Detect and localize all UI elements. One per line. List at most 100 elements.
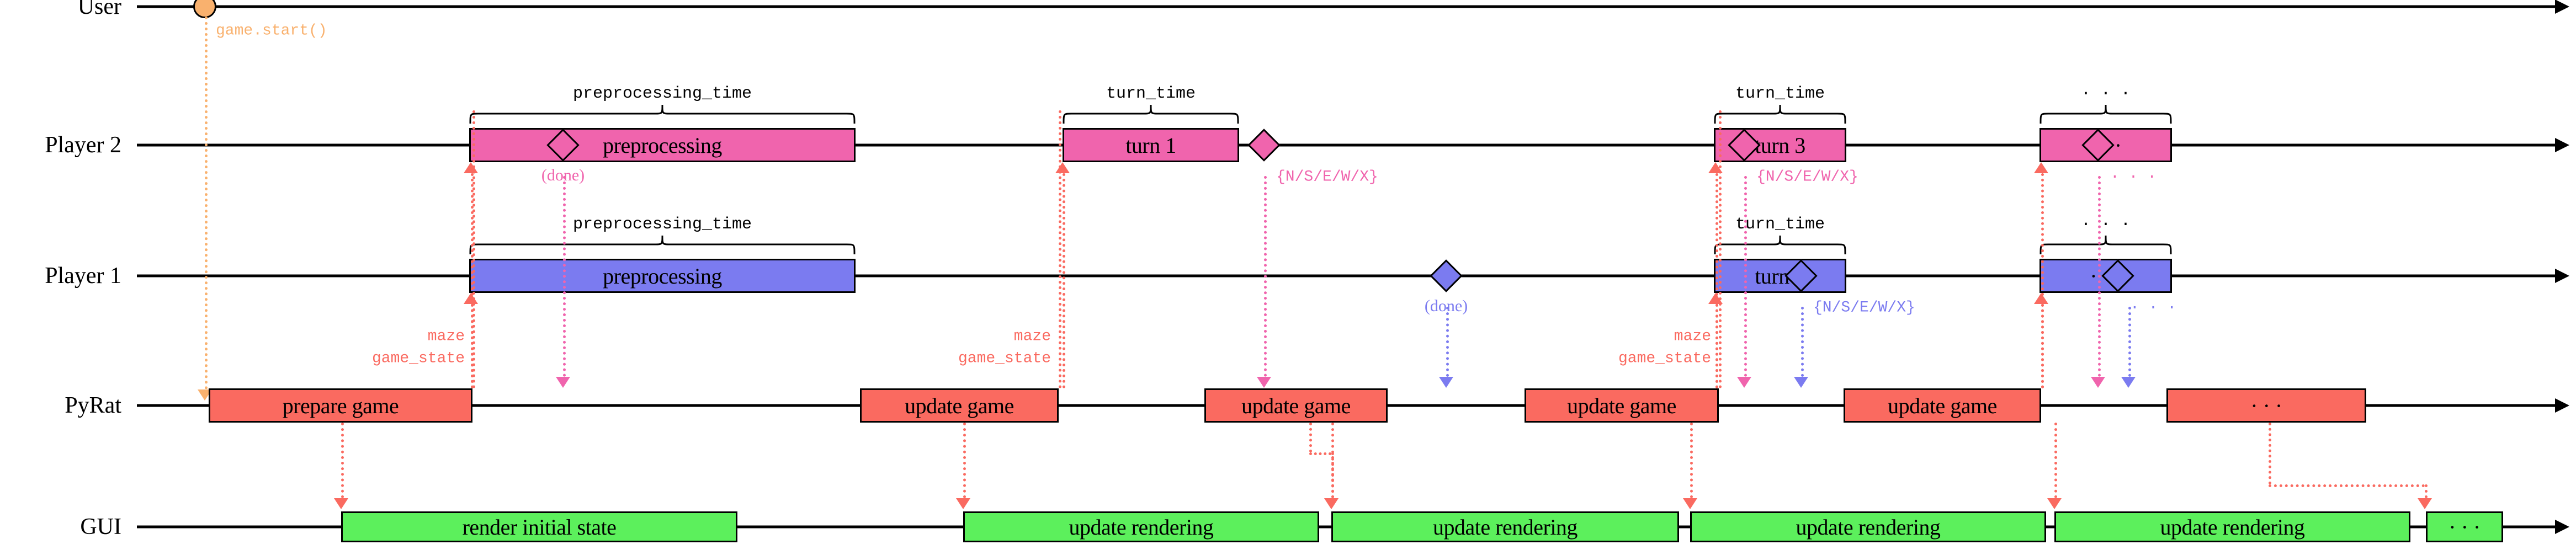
p1-return-arrow-p1-preprocessing-done [1439, 377, 1453, 388]
gui-elbow-h-render-elbow-5 [2269, 484, 2425, 487]
pyrat-call-arrow-p2-turn3 [1708, 162, 1723, 173]
gui-activity-update-rendering-2[interactable]: update rendering [1331, 511, 1679, 542]
player1-brace-label-preprocessing: preprocessing_time [572, 215, 752, 234]
player2-diamond-label-turn-n-decision: · · · [2110, 168, 2157, 186]
player2-brace-turn-n [2039, 104, 2172, 124]
gui-activity-render-initial-state[interactable]: render initial state [341, 511, 737, 542]
player2-diamond-turn-1-decision[interactable] [1247, 129, 1281, 162]
gui-elbow-v2-render-elbow-5 [2425, 484, 2428, 498]
player1-diamond-label-turn-n-decision: · · · [2130, 299, 2177, 317]
gui-elbow-v2-render-elbow-2 [1331, 452, 1334, 498]
user-start-message-arrow [198, 389, 212, 401]
gui-call-line-render-4 [2054, 423, 2057, 498]
p2-return-line-p2-preprocessing-done [563, 176, 566, 377]
user-start-message-line [205, 17, 208, 389]
pyrat-call-arrow-p1-turn3 [1708, 293, 1723, 304]
p2-return-line-p2-turnn-decision [2098, 176, 2101, 377]
lifeline-arrow-player2 [2555, 138, 2569, 152]
pyrat-activity-update-game-1[interactable]: update game [860, 388, 1059, 423]
player1-activity-turn-3[interactable]: turn 3 [1714, 259, 1846, 293]
player1-brace-preprocessing [469, 235, 856, 255]
player2-brace-turn-3 [1714, 104, 1846, 124]
gui-elbow-h-render-elbow-2 [1309, 452, 1331, 455]
player1-diamond-preprocessing-done[interactable] [1430, 259, 1463, 292]
gui-elbow-arrow-render-elbow-2 [1324, 498, 1339, 509]
lane-label-player1: Player 1 [45, 263, 121, 289]
player2-brace-label-turn-3: turn_time [1735, 84, 1825, 103]
player1-brace-turn-3 [1714, 235, 1846, 255]
pyrat-out-line-maze-game-state-2 [1059, 110, 1061, 388]
lifeline-arrow-gui [2555, 520, 2569, 534]
pyrat-out-label1-maze-game-state-1: maze [427, 328, 465, 345]
player2-brace-label-turn-1: turn_time [1106, 84, 1196, 103]
pyrat-out-label1-maze-game-state-2: maze [1013, 328, 1051, 345]
pyrat-call-arrow-p1-preprocessing [464, 293, 478, 304]
lane-label-pyrat: PyRat [65, 393, 121, 418]
player1-brace-turn-n [2039, 235, 2172, 255]
pyrat-out-label2-maze-game-state-3: game_state [1618, 350, 1711, 367]
p1-return-arrow-p1-turn3-decision [1794, 377, 1808, 388]
lane-label-gui: GUI [80, 514, 121, 540]
pyrat-activity-prepare-game[interactable]: prepare game [209, 388, 472, 423]
p2-return-line-p2-turn3-decision [1744, 176, 1747, 377]
player1-activity-preprocessing[interactable]: preprocessing [469, 259, 856, 293]
pyrat-call-line-p1-turnn [2041, 304, 2044, 388]
pyrat-activity-update-game-4[interactable]: update game [1844, 388, 2041, 423]
lane-label-player2: Player 2 [45, 132, 121, 158]
lifeline-arrow-user [2555, 0, 2569, 14]
player1-diamond-label-turn-3-decision: {N/S/E/W/X} [1813, 299, 1915, 317]
pyrat-call-line-p2-turnn [2041, 173, 2044, 388]
p1-return-line-p1-turn3-decision [1801, 307, 1804, 377]
gui-activity-update-rendering-1[interactable]: update rendering [963, 511, 1319, 542]
lifeline-player1 [137, 274, 2558, 278]
gui-call-arrow-render-initial [334, 498, 348, 509]
p2-return-line-p2-turn1-decision [1264, 176, 1267, 377]
p2-return-arrow-p2-turn3-decision [1737, 377, 1751, 388]
pyrat-activity-update-game-3[interactable]: update game [1525, 388, 1719, 423]
gui-elbow-v1-render-elbow-2 [1309, 423, 1312, 452]
lifeline-arrow-player1 [2555, 269, 2569, 283]
pyrat-call-arrow-p2-preprocessing [464, 162, 478, 173]
pyrat-activity-update-game-5[interactable]: · · · [2166, 388, 2366, 423]
gui-call-arrow-render-4 [2047, 498, 2062, 509]
gui-activity-update-rendering-3[interactable]: update rendering [1690, 511, 2046, 542]
lifeline-player2 [137, 143, 2558, 147]
player2-brace-preprocessing [469, 104, 856, 124]
p2-return-arrow-p2-turn1-decision [1257, 377, 1271, 388]
gui-call-line-render-3 [1690, 423, 1693, 498]
gui-activity-update-rendering-5[interactable]: · · · [2426, 511, 2503, 542]
p2-return-arrow-p2-turnn-decision [2091, 377, 2105, 388]
gui-call-line-render-initial [341, 423, 344, 498]
lane-label-user: User [77, 0, 121, 19]
pyrat-call-arrow-p2-turnn [2034, 162, 2048, 173]
player1-brace-label-turn-3: turn_time [1735, 215, 1825, 234]
pyrat-call-arrow-p1-turnn [2034, 293, 2048, 304]
user-start-message-label: game.start() [216, 22, 327, 40]
player2-brace-label-preprocessing: preprocessing_time [572, 84, 752, 103]
player2-activity-turn-1[interactable]: turn 1 [1063, 128, 1239, 162]
gui-activity-update-rendering-4[interactable]: update rendering [2054, 511, 2410, 542]
gui-elbow-arrow-render-elbow-5 [2418, 498, 2432, 509]
user-start-node[interactable] [193, 0, 216, 18]
pyrat-call-line-p2-turn3 [1715, 173, 1718, 388]
player2-diamond-label-turn-1-decision: {N/S/E/W/X} [1276, 168, 1378, 186]
p2-return-arrow-p2-preprocessing-done [556, 377, 570, 388]
player2-activity-preprocessing[interactable]: preprocessing [469, 128, 856, 162]
player2-brace-turn-1 [1063, 104, 1239, 124]
pyrat-out-line-maze-game-state-1 [472, 110, 475, 388]
p1-return-line-p1-preprocessing-done [1446, 307, 1449, 377]
gui-elbow-v1-render-elbow-5 [2269, 423, 2271, 484]
p1-return-line-p1-turnn-decision [2128, 307, 2131, 377]
pyrat-out-line-maze-game-state-3 [1719, 110, 1722, 388]
player2-activity-turn-3[interactable]: turn 3 [1714, 128, 1846, 162]
gui-call-arrow-render-3 [1683, 498, 1697, 509]
player2-brace-label-turn-n: · · · [2080, 84, 2131, 103]
p1-return-arrow-p1-turnn-decision [2121, 377, 2136, 388]
gui-call-line-render-1 [963, 423, 966, 498]
pyrat-call-arrow-p2-turn1 [1055, 162, 1070, 173]
pyrat-call-line-p2-preprocessing [471, 173, 474, 388]
pyrat-out-label2-maze-game-state-2: game_state [958, 350, 1051, 367]
lifeline-arrow-pyrat [2555, 398, 2569, 413]
pyrat-activity-update-game-2[interactable]: update game [1204, 388, 1388, 423]
